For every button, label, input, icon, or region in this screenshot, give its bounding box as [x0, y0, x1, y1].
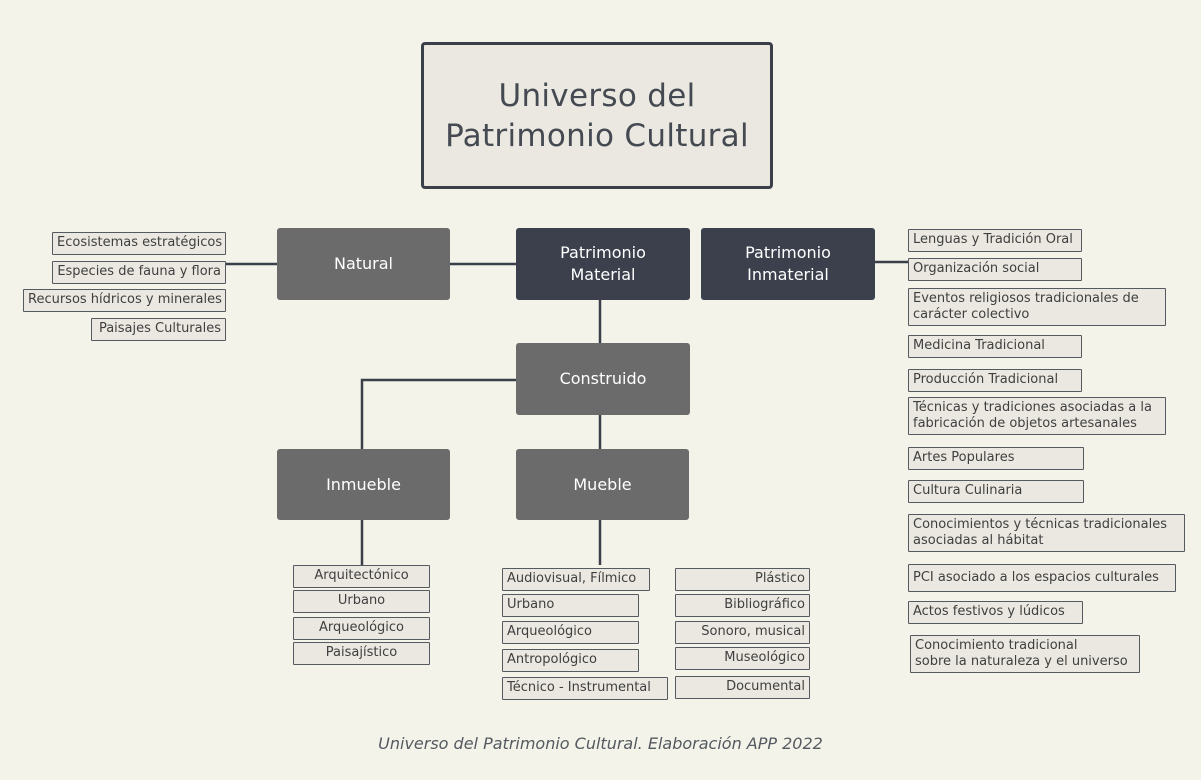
inmaterial-item-line-2: sobre la naturaleza y el universo	[915, 654, 1128, 669]
inmaterial-item: Actos festivos y lúdicos	[908, 601, 1083, 624]
inmueble-item: Arquitectónico	[293, 565, 430, 588]
node-mueble: Mueble	[516, 449, 689, 520]
inmaterial-item: Medicina Tradicional	[908, 335, 1082, 358]
diagram-title: Universo del Patrimonio Cultural	[421, 42, 773, 189]
inmaterial-item-line-2: asociadas al hábitat	[913, 533, 1044, 548]
mueble-item: Arqueológico	[502, 621, 639, 644]
mueble-item: Museológico	[675, 647, 810, 670]
inmaterial-item: Cultura Culinaria	[908, 480, 1084, 503]
node-inmueble: Inmueble	[277, 449, 450, 520]
inmaterial-item-line-1: Eventos religiosos tradicionales de	[913, 291, 1139, 306]
node-patrimonio-material: Patrimonio Material	[516, 228, 690, 300]
natural-item: Recursos hídricos y minerales	[23, 289, 226, 312]
inmaterial-item: Conocimientos y técnicas tradicionales a…	[908, 514, 1185, 552]
figure-caption: Universo del Patrimonio Cultural. Elabor…	[378, 734, 823, 753]
mueble-item: Documental	[675, 676, 810, 699]
natural-item: Especies de fauna y flora	[52, 261, 226, 284]
inmaterial-item: Organización social	[908, 258, 1082, 281]
node-patrimonio-inmaterial: Patrimonio Inmaterial	[701, 228, 875, 300]
inmueble-item: Paisajístico	[293, 642, 430, 665]
node-construido: Construido	[516, 343, 690, 415]
node-natural: Natural	[277, 228, 450, 300]
mueble-item: Técnico - Instrumental	[502, 677, 668, 700]
title-line-1: Universo del	[498, 77, 696, 114]
inmaterial-item: Conocimiento tradicional sobre la natura…	[910, 635, 1140, 673]
mueble-item: Urbano	[502, 594, 639, 617]
inmaterial-item-line-1: Conocimiento tradicional	[915, 638, 1078, 653]
title-line-2: Patrimonio Cultural	[445, 117, 749, 154]
node-material-line-1: Patrimonio	[560, 243, 646, 262]
inmaterial-item-line-2: carácter colectivo	[913, 307, 1030, 322]
node-construido-label: Construido	[559, 369, 647, 388]
natural-item: Ecosistemas estratégicos	[52, 232, 226, 255]
inmaterial-item: PCI asociado a los espacios culturales	[908, 564, 1176, 592]
inmueble-item: Urbano	[293, 590, 430, 613]
mueble-item: Antropológico	[502, 649, 639, 672]
inmaterial-item: Producción Tradicional	[908, 369, 1082, 392]
natural-item: Paisajes Culturales	[91, 318, 226, 341]
node-inmaterial-line-2: Inmaterial	[747, 265, 829, 284]
inmaterial-item-line-1: Técnicas y tradiciones asociadas a la	[913, 400, 1152, 415]
node-material-line-2: Material	[570, 265, 636, 284]
node-natural-label: Natural	[333, 254, 393, 273]
mueble-item: Audiovisual, Fílmico	[502, 568, 650, 591]
inmaterial-item-line-1: Conocimientos y técnicas tradicionales	[913, 517, 1167, 532]
inmueble-item: Arqueológico	[293, 617, 430, 640]
mueble-item: Plástico	[675, 568, 810, 591]
mueble-item: Bibliográfico	[675, 594, 810, 617]
inmaterial-item-line-2: fabricación de objetos artesanales	[913, 416, 1137, 431]
mueble-item: Sonoro, musical	[675, 621, 810, 644]
inmaterial-item: Eventos religiosos tradicionales de cará…	[908, 288, 1166, 326]
inmaterial-item: Técnicas y tradiciones asociadas a la fa…	[908, 397, 1166, 435]
node-inmueble-label: Inmueble	[326, 474, 401, 494]
inmaterial-item: Artes Populares	[908, 447, 1084, 470]
node-mueble-label: Mueble	[573, 474, 632, 494]
inmaterial-item: Lenguas y Tradición Oral	[908, 229, 1082, 252]
node-inmaterial-line-1: Patrimonio	[745, 243, 831, 262]
